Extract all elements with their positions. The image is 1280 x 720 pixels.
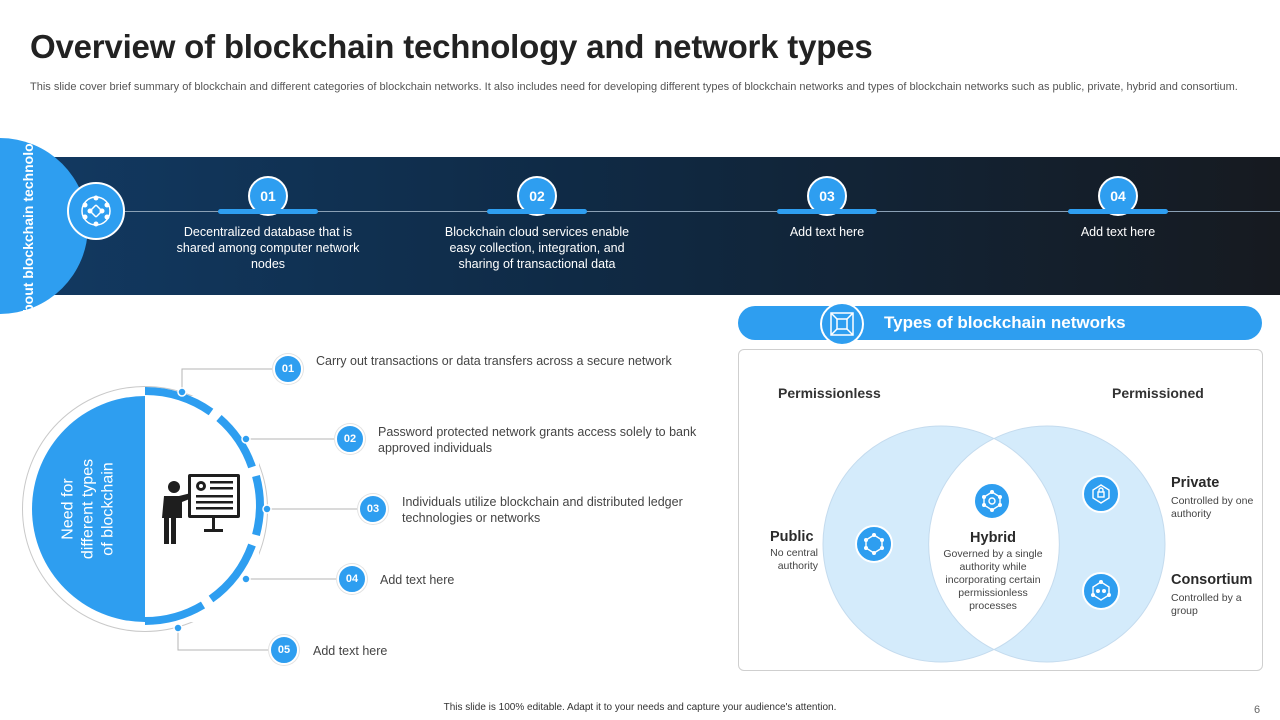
- page-number: 6: [1254, 704, 1261, 716]
- need-connectors: [144, 368, 358, 651]
- blockchain-cube-icon: [820, 302, 864, 346]
- private-network-icon: [1082, 475, 1120, 513]
- about-band: [0, 157, 1280, 295]
- private-label: Private: [1171, 475, 1220, 491]
- types-header: Types of blockchain networks: [738, 306, 1262, 340]
- step-3-bar: [777, 209, 877, 214]
- public-label: Public: [770, 529, 814, 545]
- public-desc: No central authority: [770, 547, 818, 572]
- need-item-2-number: 02: [335, 424, 365, 454]
- hybrid-label: Hybrid: [970, 530, 1016, 546]
- step-1-text: Decentralized database that is shared am…: [176, 225, 360, 271]
- need-item-2-text: Password protected network grants access…: [378, 425, 697, 455]
- private-desc: Controlled by one authority: [1171, 495, 1254, 520]
- consortium-network-icon: [1082, 572, 1120, 610]
- step-3-text: Add text here: [789, 225, 865, 239]
- need-label: Need for different types of blockchain: [32, 396, 145, 622]
- public-network-icon: [855, 525, 893, 563]
- need-item-5-text: Add text here: [313, 644, 388, 658]
- step-2-text: Blockchain cloud services enable easy co…: [444, 225, 630, 271]
- permissionless-heading: Permissionless: [778, 385, 881, 401]
- need-item-4-text: Add text here: [380, 573, 455, 587]
- page-title: Overview of blockchain technology and ne…: [30, 28, 873, 65]
- types-box: [738, 349, 1263, 671]
- footer-note: This slide is 100% editable. Adapt it to…: [443, 702, 837, 713]
- hybrid-desc: Governed by a single authority while inc…: [943, 548, 1043, 612]
- types-header-text: Types of blockchain networks: [884, 313, 1126, 332]
- consortium-label: Consortium: [1171, 572, 1253, 588]
- permissioned-heading: Permissioned: [1112, 385, 1204, 401]
- presenter-screen-icon: [158, 472, 242, 551]
- need-item-3-text: Individuals utilize blockchain and distr…: [402, 495, 683, 525]
- need-item-3-number: 03: [358, 494, 388, 524]
- need-item-5-number: 05: [269, 635, 299, 665]
- hybrid-network-icon: [973, 482, 1011, 520]
- step-4-text: Add text here: [1080, 225, 1156, 239]
- need-label-text: Need for different types of blockchain: [59, 458, 117, 560]
- consortium-desc: Controlled by a group: [1171, 592, 1242, 617]
- need-item-1-text: Carry out transactions or data transfers…: [316, 354, 672, 368]
- network-nodes-icon: [67, 182, 125, 240]
- page-subtitle: This slide cover brief summary of blockc…: [30, 81, 1238, 93]
- need-item-1-number: 01: [273, 354, 303, 384]
- timeline-line: [125, 211, 1280, 212]
- step-4-bar: [1068, 209, 1168, 214]
- step-2-bar: [487, 209, 587, 214]
- step-1-bar: [218, 209, 318, 214]
- about-label-text: About blockchain technology: [20, 126, 37, 324]
- need-item-4-number: 04: [337, 564, 367, 594]
